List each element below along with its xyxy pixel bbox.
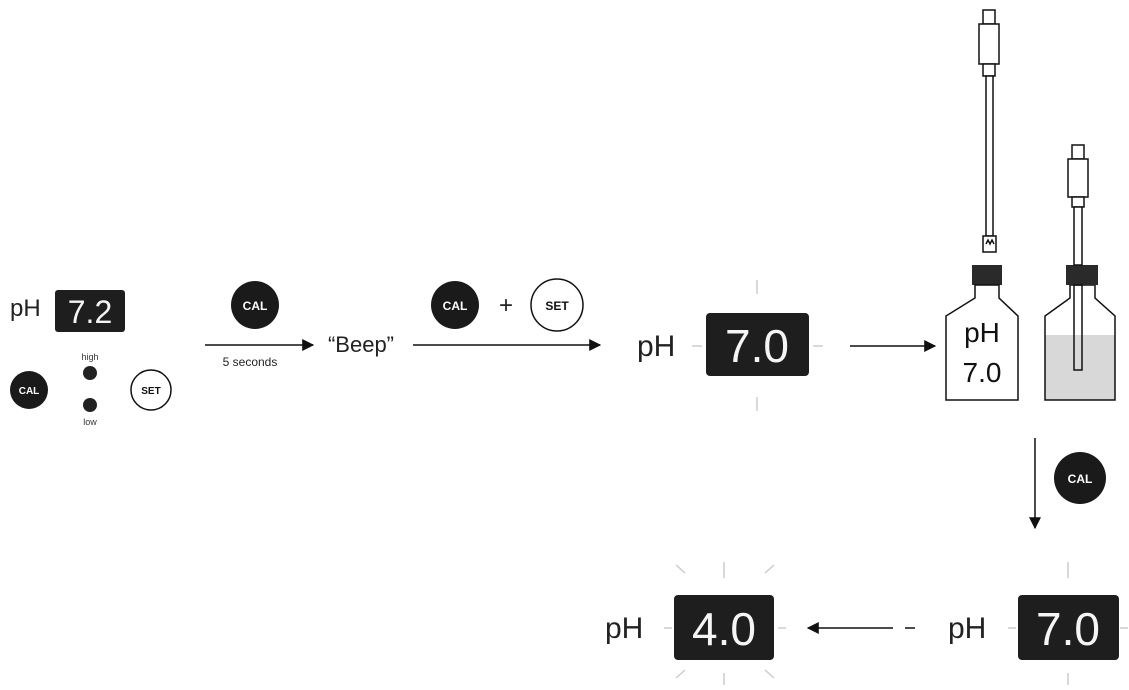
controller-ph-label: pH	[10, 295, 41, 322]
controller-display-value: 7.2	[68, 294, 112, 330]
buffer-bottle: pH 7.0	[945, 265, 1019, 401]
led-high-indicator	[83, 366, 97, 380]
display-c: pH 4.0	[605, 562, 786, 685]
controller-cal-button[interactable]	[10, 371, 48, 409]
step3: CAL	[1029, 438, 1106, 530]
electrode-raised	[978, 9, 1000, 253]
display-a: pH 7.0	[637, 280, 823, 411]
step2-cal-button[interactable]	[431, 281, 479, 329]
display-c-blink-marks	[664, 562, 786, 685]
display-b-blink-marks	[1008, 562, 1128, 685]
step1-beep: “Beep”	[328, 332, 394, 357]
step1: CAL 5 seconds “Beep”	[205, 281, 394, 369]
step1-cal-button[interactable]	[231, 281, 279, 329]
bottle-line2: 7.0	[963, 357, 1002, 388]
display-c-ph-label: pH	[605, 612, 643, 645]
step2: CAL + SET	[413, 278, 602, 351]
electrode-immersed	[1067, 144, 1089, 371]
bottle-line1: pH	[964, 317, 1000, 348]
led-high-label: high	[81, 352, 98, 362]
step2-plus: +	[499, 292, 513, 319]
immersed-bottle-liquid	[1045, 335, 1115, 400]
display-a-screen	[706, 313, 809, 376]
controller-display	[55, 290, 125, 332]
display-b-value: 7.0	[1036, 603, 1100, 655]
step2-set-label: SET	[545, 299, 569, 313]
bottle-cap	[972, 265, 1002, 285]
display-c-screen	[674, 595, 774, 660]
display-a-ph-label: pH	[637, 330, 675, 363]
step3-cal-label: CAL	[1068, 472, 1093, 486]
display-c-value: 4.0	[692, 603, 756, 655]
controller-set-label: SET	[141, 386, 160, 397]
immersed-bottle	[1044, 144, 1116, 401]
step1-duration: 5 seconds	[223, 355, 278, 369]
immersed-bottle-cap	[1066, 265, 1098, 285]
display-a-blink-marks	[692, 280, 823, 411]
controller-set-button[interactable]	[130, 369, 172, 411]
controller-cal-label: CAL	[19, 386, 40, 397]
display-b-screen	[1018, 595, 1119, 660]
step2-cal-label: CAL	[443, 299, 468, 313]
display-a-value: 7.0	[725, 320, 789, 372]
display-b-ph-label: pH	[948, 612, 986, 645]
immersed-bottle-body	[1044, 284, 1116, 401]
step1-cal-label: CAL	[243, 299, 268, 313]
step3-cal-button[interactable]	[1054, 452, 1106, 504]
led-low-indicator	[83, 398, 97, 412]
controller-panel: pH 7.2 CAL high low SET	[10, 290, 172, 427]
led-low-label: low	[83, 417, 97, 427]
step2-set-button[interactable]	[530, 278, 584, 332]
display-b: pH 7.0	[948, 562, 1128, 685]
bottle-body	[945, 284, 1019, 401]
